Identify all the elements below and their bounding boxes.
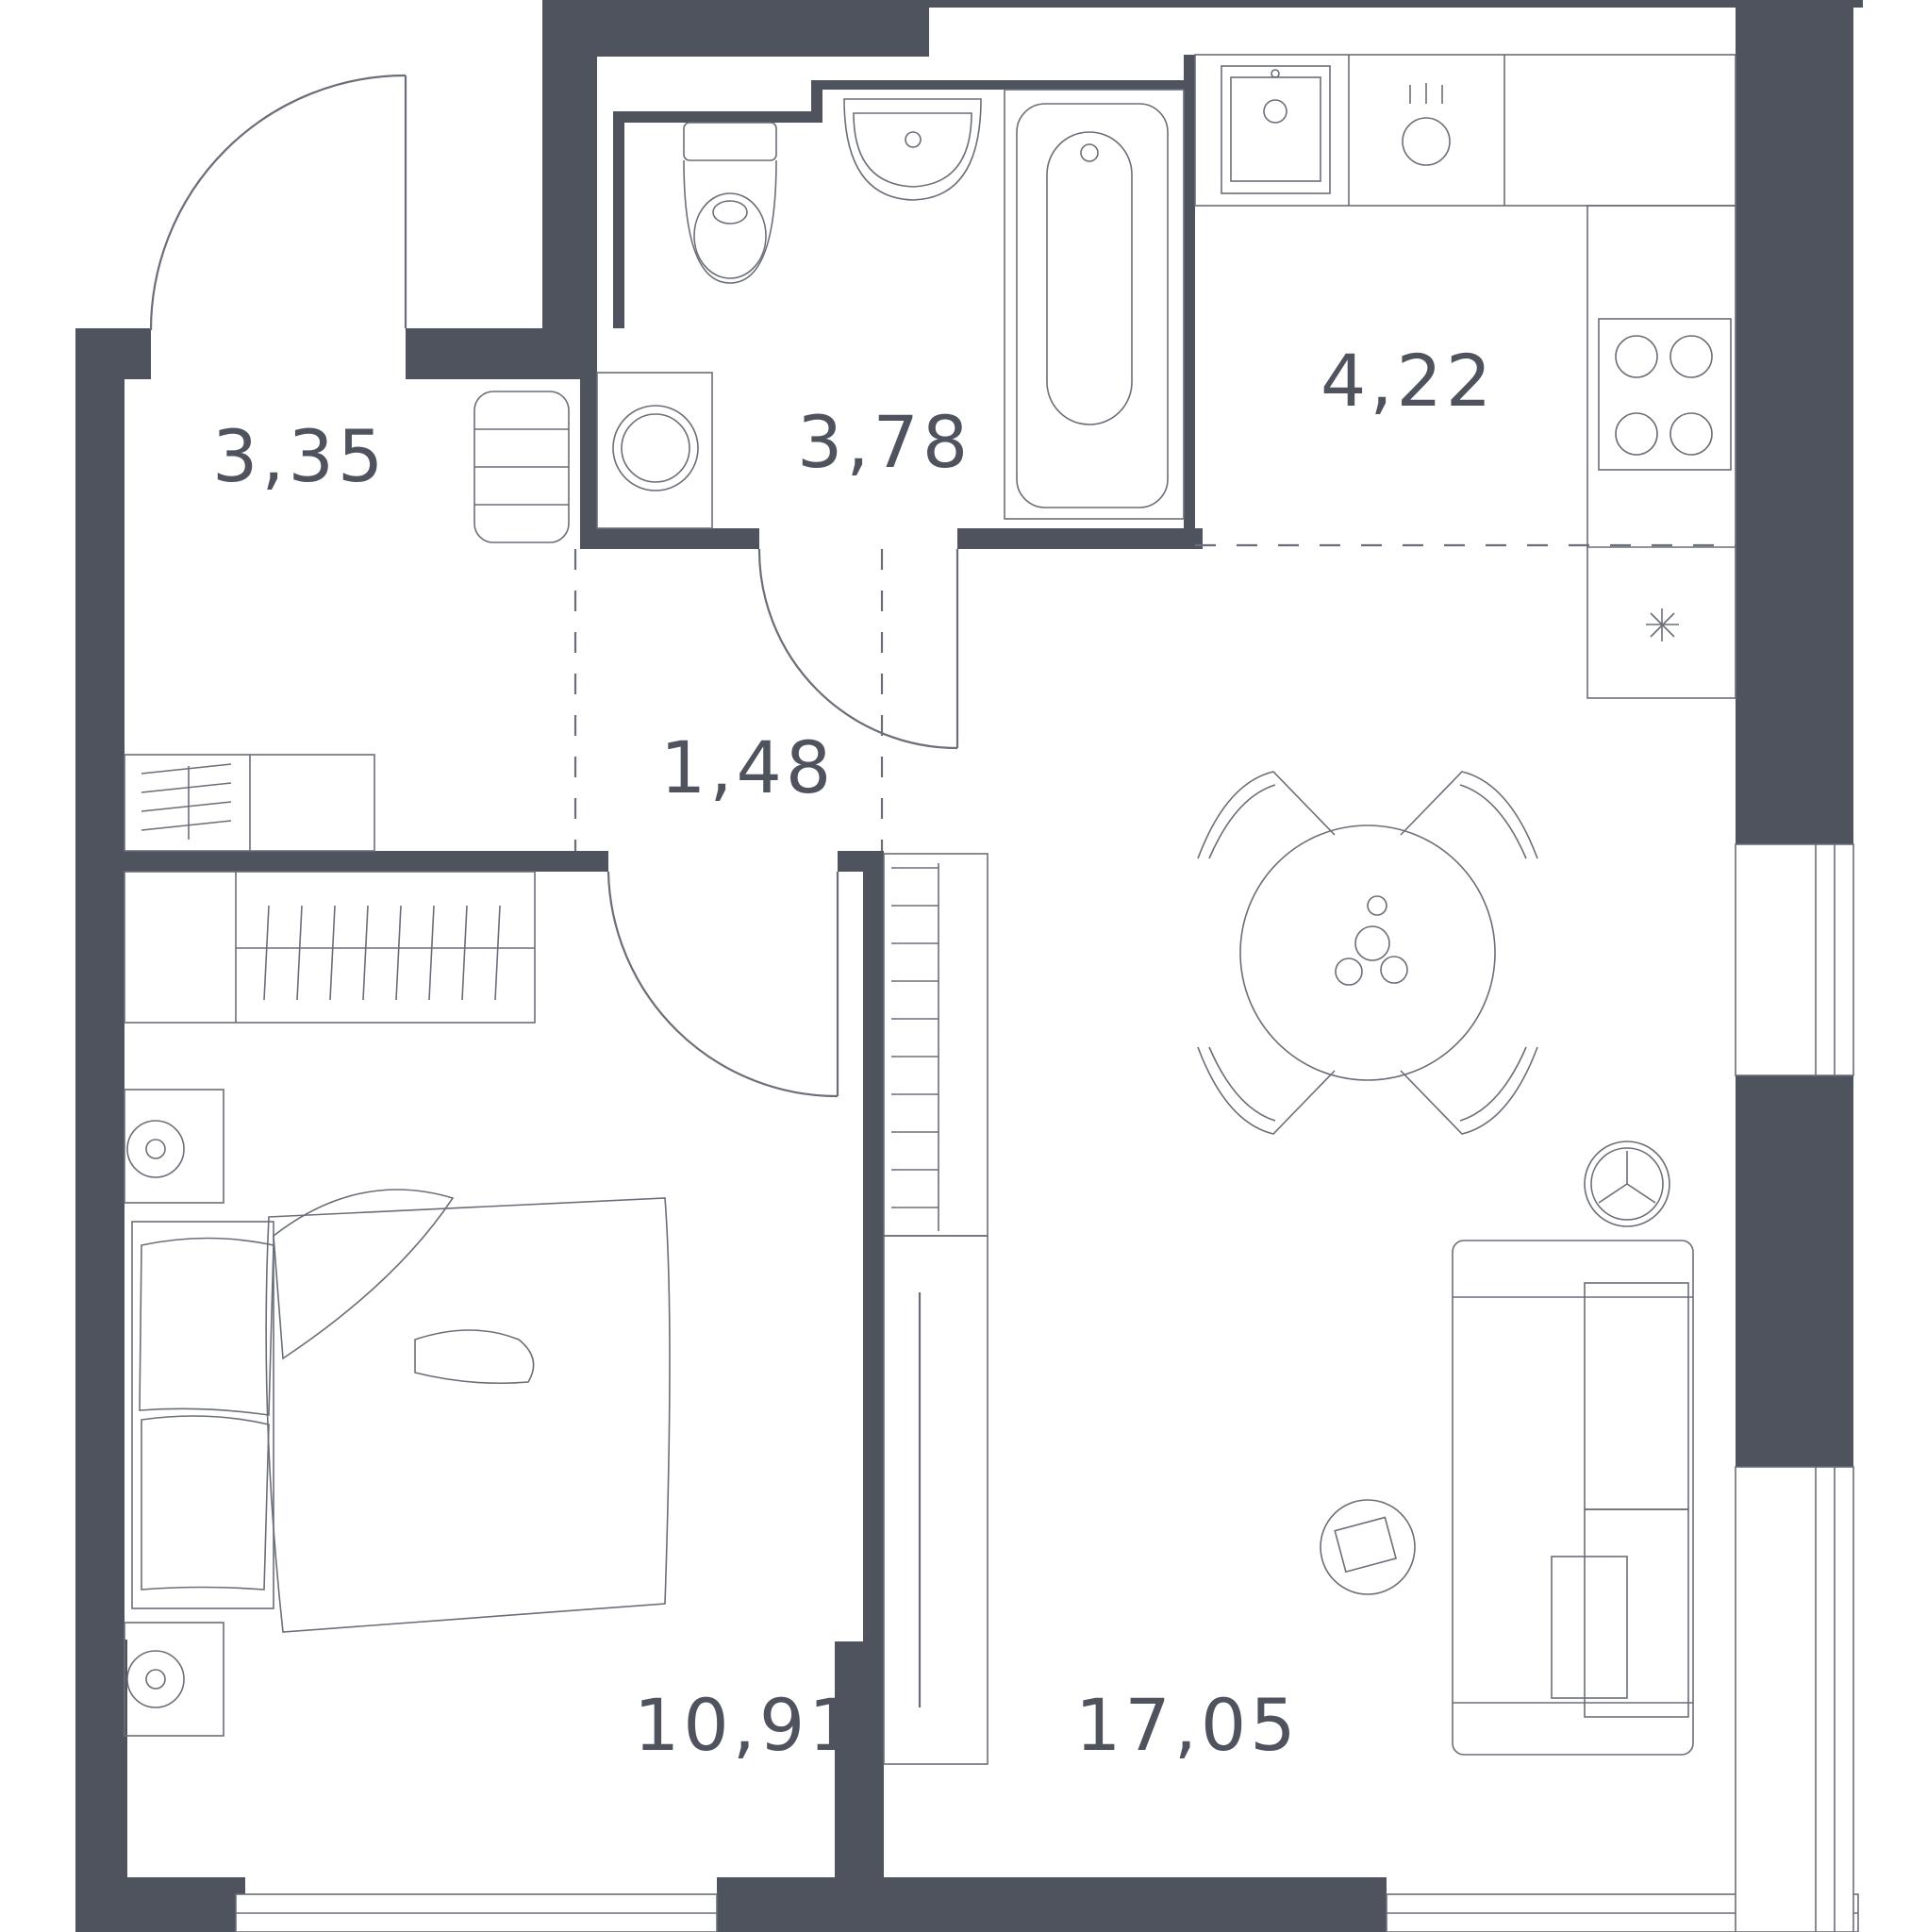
top-wall-left [542,0,929,55]
kitchen-sink [1221,65,1331,194]
nightstand-bottom [124,1622,224,1737]
bedroom-living-partition [863,851,884,1643]
entrance-wall-right [406,328,597,379]
dining-set [1197,771,1538,1135]
sink [843,98,982,201]
duvet-fold [273,1189,455,1360]
bed-headboard [131,1221,274,1609]
area-label-hall: 3,35 [212,414,387,498]
cat [414,1329,535,1385]
living-furniture [883,853,1694,1765]
pillow-bottom [141,1415,270,1591]
chair-top-right [1400,771,1538,859]
area-labels: 3,35 3,78 4,22 1,48 10,91 17,05 [212,339,1495,1767]
doors [149,74,1736,1098]
sofa-cushion-bottom [1584,1508,1689,1718]
area-label-living-room: 17,05 [1075,1683,1300,1767]
hall-furniture [124,391,570,852]
sofa-pillow [1551,1556,1628,1699]
dining-table [1239,824,1496,1081]
coffee-table [1320,1499,1416,1595]
top-wall-right-thin [929,0,1863,8]
area-label-corridor: 1,48 [660,725,835,809]
toilet-tank [683,122,777,161]
walls [75,0,1863,1932]
entrance-door-swing [149,74,407,331]
bedroom-furniture [124,871,671,1737]
area-label-bedroom: 10,91 [634,1683,858,1767]
bed-duvet [265,1197,671,1633]
chair-top-left [1197,771,1336,859]
sofa-cushion-top [1584,1282,1689,1510]
bathroom-fixtures [596,89,1185,529]
cooktop [1598,318,1732,471]
area-label-bathroom: 3,78 [797,400,972,484]
washing-machine [596,372,713,529]
bathtub [1004,89,1185,520]
bedroom-wall-top [125,851,608,872]
bottom-wall-center [717,1877,1387,1932]
sofa [1452,1240,1694,1756]
entrance-wall-vertical [542,0,597,330]
living-wardrobe [883,853,988,1237]
left-wall-upper [75,328,125,762]
windows [235,843,1859,1932]
partition-bottom [835,1641,884,1932]
bathroom-wall-left [580,379,597,549]
left-wall-lower [75,762,125,1654]
nightstand-top [124,1089,224,1204]
bedroom-wardrobe [124,871,536,1024]
chair-bottom-left [1197,1046,1336,1135]
bathroom-wall-right [1184,55,1195,545]
tv-stand [883,1235,988,1765]
area-label-kitchen: 4,22 [1321,339,1495,423]
kitchen-furniture [1194,54,1736,699]
chair-bottom-right [1400,1046,1538,1135]
floor-lamp [1584,1141,1670,1227]
right-wall-upper [1736,0,1853,844]
bottom-wall-left [75,1877,245,1932]
right-wall-middle [1736,1075,1853,1467]
pillow-top [139,1237,274,1416]
